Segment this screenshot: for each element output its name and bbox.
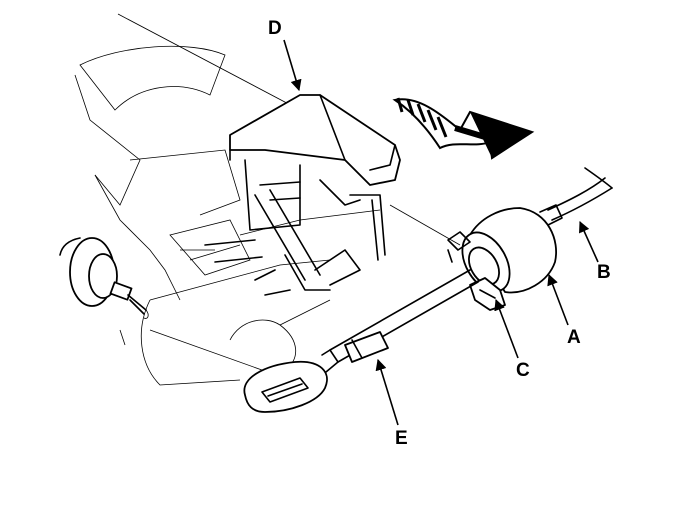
console-body-outline xyxy=(74,13,461,386)
cable-end-a xyxy=(447,204,563,294)
bolt xyxy=(59,237,149,319)
callout-c: C xyxy=(494,298,530,381)
callout-label-e: E xyxy=(395,428,408,449)
shift-cover-d xyxy=(229,94,401,186)
callout-e: E xyxy=(375,358,408,449)
shift-cable-b xyxy=(547,167,613,221)
rod-end-e xyxy=(243,349,339,413)
callout-label-b: B xyxy=(597,262,611,283)
cable-rod xyxy=(329,269,479,363)
callout-b: B xyxy=(579,220,611,283)
callout-label-c: C xyxy=(516,360,530,381)
callout-d: D xyxy=(268,18,302,92)
callout-label-d: D xyxy=(268,18,282,39)
callout-a: A xyxy=(547,273,581,348)
rotation-direction-arrow xyxy=(392,97,535,160)
shifter-bracket xyxy=(204,159,386,296)
callout-label-a: A xyxy=(567,327,581,348)
